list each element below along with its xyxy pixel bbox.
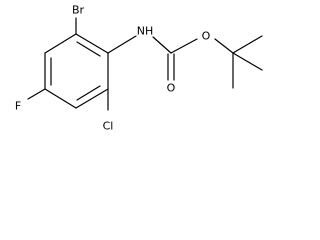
atom-nh: NH [137, 25, 154, 38]
bond-carbonyl-c-o-single [170, 38, 198, 54]
ring-double-bond-a [76, 41, 101, 57]
atom-o-carbonyl: O [167, 82, 176, 95]
bond-c4-f [27, 88, 46, 100]
chemical-structure: Br NH F Cl O O [15, 4, 263, 133]
atom-f: F [15, 100, 21, 113]
ring-bond-c5-c6 [75, 88, 109, 109]
atom-o-ester: O [202, 30, 211, 43]
bond-tert-c-methyl-right [232, 52, 263, 71]
atom-cl: Cl [103, 120, 114, 133]
bond-o-tert-c [214, 38, 234, 54]
bond-c1-nh [107, 35, 137, 54]
atom-labels: Br NH F Cl O O [15, 4, 211, 133]
atom-br: Br [72, 4, 85, 17]
ring-bond-c2-c3 [44, 33, 77, 54]
bond-tert-c-methyl-top [232, 35, 263, 54]
ring-bond-c1-c2 [75, 33, 109, 54]
bond-nh-carbonyl-c [152, 36, 172, 54]
bond-set [27, 17, 263, 111]
ring-bond-c4-c5 [44, 88, 77, 109]
ring-double-bond-c [76, 85, 101, 101]
